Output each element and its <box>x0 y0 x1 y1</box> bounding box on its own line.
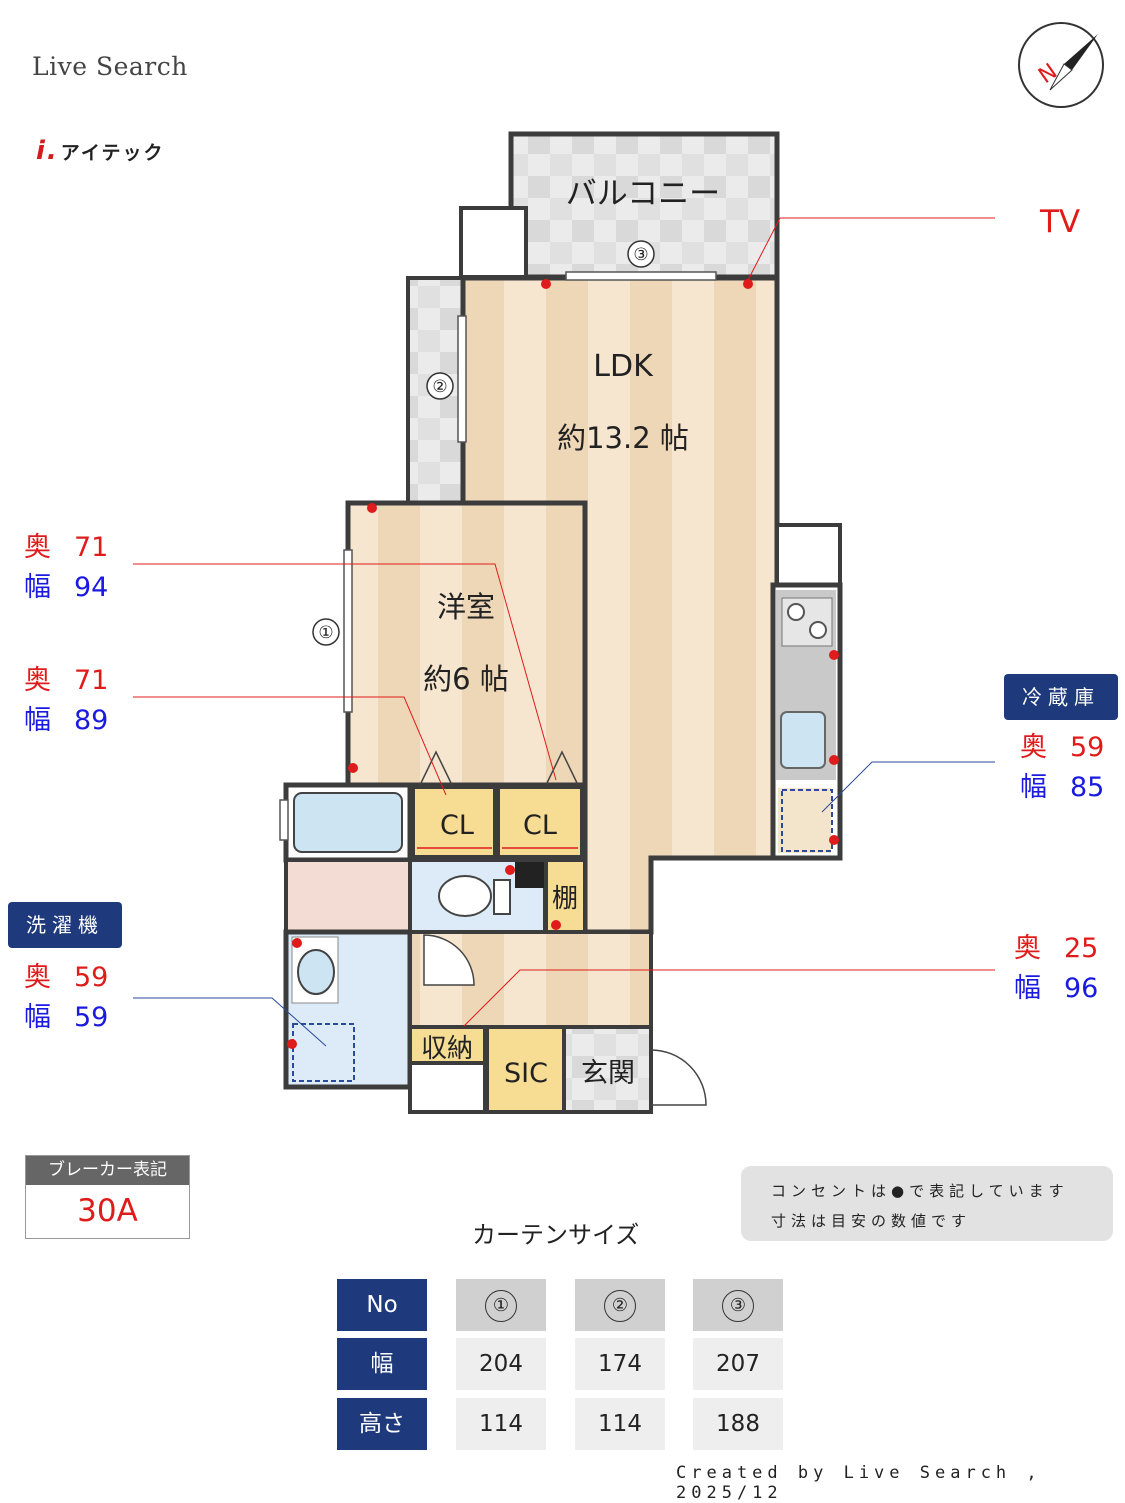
row-header-no: No <box>337 1279 427 1331</box>
window-2 <box>457 315 467 443</box>
closet-right <box>496 785 584 859</box>
window-3 <box>565 271 717 281</box>
storage-label: 収納 <box>421 1034 473 1064</box>
company-logo: i.アイテック <box>36 136 164 166</box>
western-room-floor <box>345 500 588 788</box>
north-compass-icon: N <box>1018 22 1104 108</box>
window-marker-1: ① <box>318 623 333 643</box>
window-marker-3: ③ <box>633 245 648 265</box>
window-marker-2: ② <box>432 377 447 397</box>
bathtub-icon <box>293 792 403 853</box>
fridge-tag: 冷蔵庫 <box>1004 674 1118 720</box>
tv-label: TV <box>1040 204 1081 240</box>
sink-icon <box>780 711 826 769</box>
closet-left <box>411 785 497 859</box>
curtain-width-1: 204 <box>456 1338 546 1390</box>
brand-title: Live Search <box>32 52 188 81</box>
window-1 <box>343 549 353 713</box>
washroom <box>283 929 413 1090</box>
stove-burner-icon <box>809 621 827 639</box>
curtain-height-2: 114 <box>575 1398 665 1450</box>
curtain-no-3: ③ <box>693 1279 783 1331</box>
curtain-height-1: 114 <box>456 1398 546 1450</box>
washer-tag: 洗濯機 <box>8 902 122 948</box>
shelf-label: 棚 <box>552 884 578 914</box>
entrance-label: 玄関 <box>581 1058 635 1089</box>
ldk-label: LDK <box>593 349 654 384</box>
curtain-width-2: 174 <box>575 1338 665 1390</box>
western-room-size-label: 約6 帖 <box>423 662 509 696</box>
note-line-2: 寸法は目安の数値です <box>771 1212 972 1230</box>
note-line-1: コンセントは●で表記しています <box>771 1182 1069 1200</box>
wash-basin-icon <box>297 949 335 995</box>
sic-label: SIC <box>504 1058 548 1089</box>
breaker-box: ブレーカー表記 30A <box>25 1155 190 1239</box>
curtain-width-3: 207 <box>693 1338 783 1390</box>
row-header-height: 高さ <box>337 1398 427 1450</box>
legend-note: コンセントは●で表記しています 寸法は目安の数値です <box>741 1166 1113 1241</box>
logo-mark-icon: i. <box>36 136 59 166</box>
breaker-label: ブレーカー表記 <box>26 1156 189 1185</box>
breaker-value: 30A <box>77 1193 138 1229</box>
washer-space <box>292 1023 355 1082</box>
ldk-size-label: 約13.2 帖 <box>557 421 689 455</box>
closet-right-label: CL <box>523 810 557 841</box>
outlet-markers <box>287 279 839 1049</box>
curtain-height-3: 188 <box>693 1398 783 1450</box>
closet-left-label: CL <box>440 810 474 841</box>
shelf <box>544 858 587 934</box>
curtain-no-2: ② <box>575 1279 665 1331</box>
front-door-swing <box>650 1049 707 1106</box>
fridge-space <box>781 789 833 852</box>
entrance <box>562 1025 653 1114</box>
curtain-table-title: カーテンサイズ <box>472 1221 640 1249</box>
shoe-closet <box>485 1025 566 1114</box>
toilet-icon <box>438 875 492 917</box>
stove-burner-icon <box>787 603 805 621</box>
balcony-label: バルコニー <box>566 176 720 212</box>
storage <box>408 1025 487 1065</box>
row-header-width: 幅 <box>337 1338 427 1390</box>
logo-text: アイテック <box>60 142 165 164</box>
western-room-label: 洋室 <box>437 590 495 624</box>
curtain-no-1: ① <box>456 1279 546 1331</box>
footer-credit: Created by Live Search , 2025/12 <box>676 1463 1042 1503</box>
